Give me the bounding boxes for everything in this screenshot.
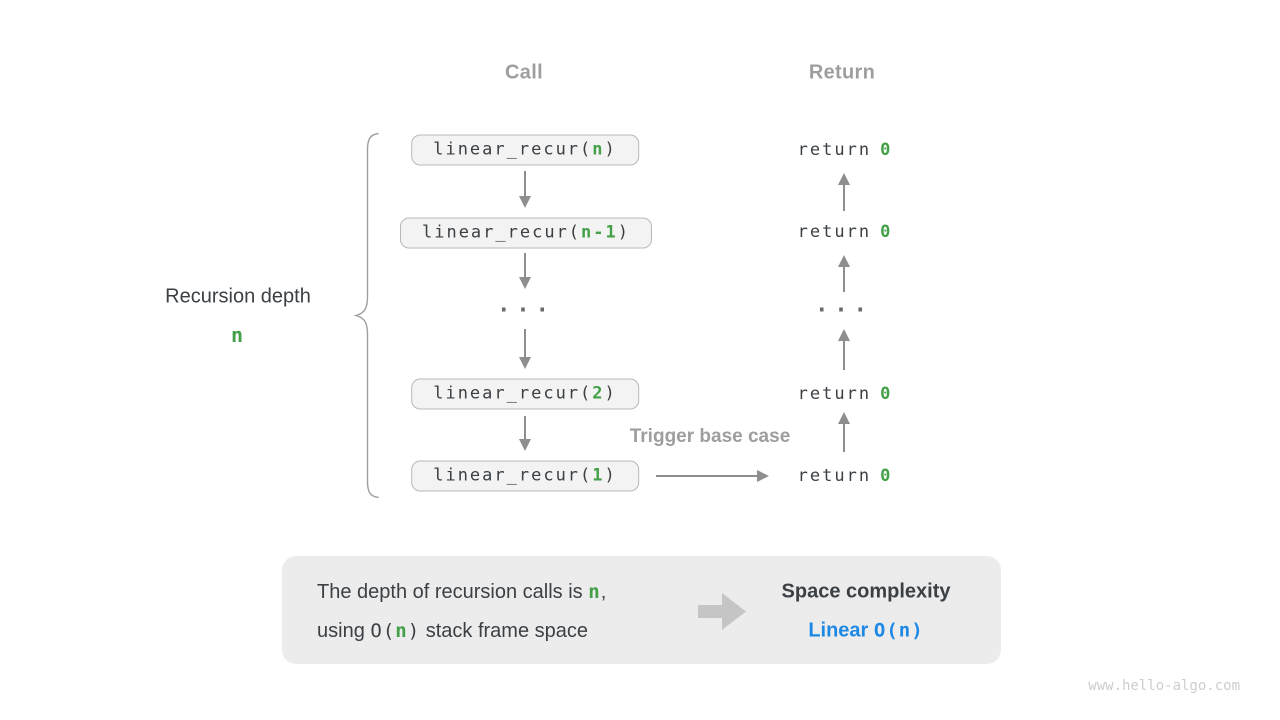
return-value: 0 xyxy=(880,222,893,242)
stack-frame-box-1: linear_recur(1) xyxy=(411,460,639,492)
fn-close-paren: ) xyxy=(617,222,631,243)
fn-name: linear_recur( xyxy=(433,383,593,404)
return-value: 0 xyxy=(880,466,893,486)
recursion-depth-brace xyxy=(353,132,379,499)
stack-frame-box-n: linear_recur(n) xyxy=(411,134,639,166)
summary-line-2-tail: stack frame space xyxy=(420,620,589,642)
summary-line-1-tail: , xyxy=(600,581,607,603)
return-statement-1: return 0 xyxy=(798,140,893,160)
summary-line-1-var: n xyxy=(588,581,601,603)
return-column-header: Return xyxy=(808,61,876,84)
fn-arg: n-1 xyxy=(581,222,618,243)
fn-name: linear_recur( xyxy=(433,139,593,160)
return-value: 0 xyxy=(880,384,893,404)
space-complexity-value: Linear O(n) xyxy=(808,620,923,643)
trigger-base-case-label: Trigger base case xyxy=(629,426,791,447)
return-keyword: return xyxy=(797,222,872,242)
return-statement-4: return 0 xyxy=(798,466,893,486)
fn-arg: 2 xyxy=(592,383,605,404)
fn-close-paren: ) xyxy=(604,383,617,404)
recursion-depth-label: Recursion depth xyxy=(165,285,311,308)
summary-line-1: The depth of recursion calls is n, xyxy=(317,573,606,612)
return-statement-2: return 0 xyxy=(798,222,893,242)
right-arrow-icon xyxy=(698,593,746,630)
return-keyword: return xyxy=(797,466,872,486)
summary-line-1-text: The depth of recursion calls is xyxy=(317,581,589,603)
call-ellipsis: ... xyxy=(497,292,555,318)
complexity-name: Linear xyxy=(808,619,874,642)
complexity-open: O( xyxy=(873,619,899,642)
summary-line-2: using O(n) stack frame space xyxy=(317,612,606,651)
complexity-var: n xyxy=(898,619,912,642)
stack-frame-box-n-1: linear_recur(n-1) xyxy=(399,217,653,249)
fn-close-paren: ) xyxy=(604,465,617,486)
call-column-header: Call xyxy=(505,61,543,84)
summary-line-2-close: ) xyxy=(407,620,421,642)
space-complexity-title: Space complexity xyxy=(781,580,951,603)
return-statement-3: return 0 xyxy=(798,384,893,404)
return-ellipsis: ... xyxy=(815,292,873,318)
return-keyword: return xyxy=(797,140,872,160)
summary-panel xyxy=(282,556,1001,664)
summary-line-2-var: n xyxy=(395,620,408,642)
watermark: www.hello-algo.com xyxy=(1088,678,1240,694)
fn-name: linear_recur( xyxy=(433,465,593,486)
fn-name: linear_recur( xyxy=(421,222,582,243)
summary-text-block: The depth of recursion calls is n, using… xyxy=(317,573,606,651)
recursion-depth-value: n xyxy=(230,323,244,347)
summary-line-2-open: O( xyxy=(370,620,396,642)
complexity-close: ) xyxy=(911,619,924,642)
fn-close-paren: ) xyxy=(604,139,617,160)
fn-arg: n xyxy=(592,139,605,160)
return-keyword: return xyxy=(797,384,872,404)
summary-line-2-head: using xyxy=(317,620,371,642)
fn-arg: 1 xyxy=(592,465,605,486)
return-value: 0 xyxy=(880,140,893,160)
stack-frame-box-2: linear_recur(2) xyxy=(411,378,639,410)
